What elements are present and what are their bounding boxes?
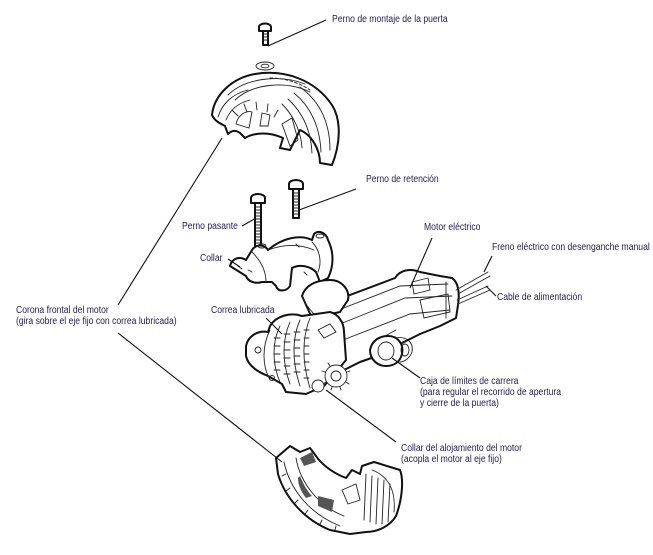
through-bolt-part bbox=[250, 193, 266, 252]
washer-part bbox=[255, 61, 275, 71]
label-electric-brake: Freno eléctrico con desenganche manual bbox=[492, 242, 650, 253]
leader-door-mount-bolt bbox=[267, 19, 327, 47]
leader-through-bolt bbox=[241, 217, 257, 227]
label-front-crown: Corona frontal del motor (gira sobre el … bbox=[16, 305, 177, 327]
leader-front-crown-top bbox=[117, 137, 223, 306]
housing-collar-bottom-part bbox=[275, 445, 404, 535]
collar-part bbox=[229, 231, 334, 292]
retention-bolt-part bbox=[288, 179, 304, 219]
label-power-cable: Cable de alimentación bbox=[497, 292, 583, 303]
front-crown-top-part bbox=[211, 71, 340, 166]
label-collar: Collar bbox=[200, 253, 223, 264]
leader-lubricated-belt bbox=[265, 317, 283, 335]
leader-lines bbox=[117, 19, 497, 463]
leader-electric-motor bbox=[409, 237, 433, 289]
label-limit-switch-box: Caja de límites de carrera (para regular… bbox=[420, 376, 562, 409]
label-electric-motor: Motor eléctrico bbox=[424, 222, 481, 233]
leader-housing-collar bbox=[325, 389, 397, 443]
leader-electric-brake bbox=[483, 255, 493, 273]
door-mount-bolt-part bbox=[258, 22, 272, 46]
leader-collar bbox=[227, 258, 241, 268]
label-housing-collar: Collar del alojamiento del motor (acopla… bbox=[401, 443, 522, 465]
label-retention-bolt: Perno de retención bbox=[366, 174, 439, 185]
label-door-mount-bolt: Perno de montaje de la puerta bbox=[332, 14, 448, 25]
leader-power-cable bbox=[485, 285, 497, 297]
cables-part bbox=[455, 271, 491, 305]
leader-retention-bolt bbox=[298, 188, 357, 211]
label-lubricated-belt: Correa lubricada bbox=[211, 305, 275, 316]
label-through-bolt: Perno pasante bbox=[182, 221, 238, 232]
motor-assembly-part bbox=[245, 269, 460, 395]
leader-front-crown-bottom bbox=[117, 332, 283, 463]
leader-limit-switch-box bbox=[391, 357, 421, 379]
